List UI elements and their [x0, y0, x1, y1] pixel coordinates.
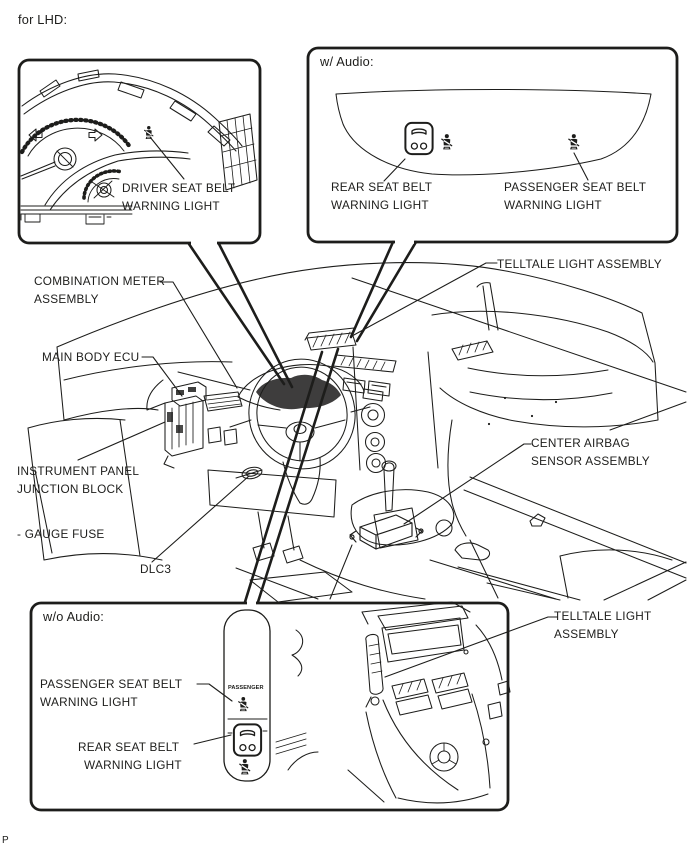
rear-seat-belt-label-line2: WARNING LIGHT	[331, 197, 429, 212]
junction-block-label: INSTRUMENT PANEL JUNCTION BLOCK	[17, 463, 139, 498]
tail-without-audio-box	[243, 347, 340, 604]
rear-seat-belt-label: REAR SEAT BELT WARNING LIGHT	[331, 179, 432, 214]
leader-dlc3	[151, 475, 250, 563]
center-airbag-label-line2: SENSOR ASSEMBLY	[531, 453, 650, 468]
driver-seat-belt-label-line2: WARNING LIGHT	[122, 198, 220, 213]
telltale-wo-label-line2: ASSEMBLY	[554, 626, 619, 641]
telltale-light-label-wo: TELLTALE LIGHT ASSEMBLY	[554, 608, 651, 643]
rear-wo-label-line1: REAR SEAT BELT	[78, 740, 180, 754]
leader-rear-wo-audio	[193, 734, 232, 745]
passenger-panel-marking: PASSENGER	[228, 685, 264, 691]
main-body-ecu	[171, 381, 207, 407]
telltale-pod-wo-audio	[365, 633, 384, 708]
rear-seat-belt-indicator-icon	[404, 121, 434, 156]
leader-combination-meter	[159, 281, 238, 389]
junction-block-label-line1: INSTRUMENT PANEL	[17, 464, 140, 478]
combination-meter-label: COMBINATION METER ASSEMBLY	[34, 273, 165, 308]
passenger-seat-belt-label: PASSENGER SEAT BELT WARNING LIGHT	[504, 179, 646, 214]
telltale-wo-label-line1: TELLTALE LIGHT	[554, 609, 652, 623]
leader-passenger-wo-audio	[196, 683, 233, 702]
leader-telltale-main	[351, 262, 498, 337]
telltale-light-label: TELLTALE LIGHT ASSEMBLY	[497, 257, 662, 271]
leader-junction-block	[77, 421, 166, 461]
page-heading: for LHD:	[18, 12, 68, 27]
combination-meter-label-line2: ASSEMBLY	[34, 291, 99, 306]
dlc3-label: DLC3	[140, 562, 172, 576]
leader-rear-seat-belt	[383, 158, 406, 182]
rear-seat-belt-indicator-icon	[232, 723, 263, 757]
driver-seat-belt-label: DRIVER SEAT BELT WARNING LIGHT	[122, 180, 235, 215]
page-mark: P	[2, 835, 9, 846]
passenger-seat-belt-label-wo: PASSENGER SEAT BELT WARNING LIGHT	[40, 676, 182, 711]
passenger-seat-belt-warning-icon	[238, 697, 249, 712]
combination-meter-label-line1: COMBINATION METER	[34, 274, 166, 288]
main-dashboard-illustration	[27, 262, 687, 603]
rear-seat-belt-warning-icon	[441, 134, 453, 151]
passenger-seat-belt-warning-icon	[568, 134, 580, 151]
leader-passenger-seat-belt	[573, 152, 589, 181]
with-audio-title: w/ Audio:	[320, 54, 374, 69]
center-airbag-label: CENTER AIRBAG SENSOR ASSEMBLY	[531, 435, 650, 470]
callout-tails	[187, 240, 418, 604]
tail-cluster-box	[187, 242, 294, 389]
leader-driver-seat-belt	[149, 136, 185, 180]
driver-seat-belt-warning-icon	[143, 126, 154, 140]
junction-block-label-line2: JUNCTION BLOCK	[17, 481, 124, 496]
leader-lines	[77, 262, 532, 563]
rear-seat-belt-label-line1: REAR SEAT BELT	[331, 180, 433, 194]
passenger-wo-label-line2: WARNING LIGHT	[40, 694, 138, 709]
with-audio-box	[306, 46, 679, 244]
dlc3-connector	[241, 466, 263, 480]
leader-telltale-wo-audio	[384, 616, 558, 678]
leader-main-body-ecu	[141, 356, 183, 397]
rear-wo-label-line2: WARNING LIGHT	[84, 757, 182, 772]
center-airbag-sensor	[349, 514, 424, 550]
passenger-seat-belt-label-line1: PASSENGER SEAT BELT	[504, 180, 647, 194]
cluster-detail-box	[17, 58, 262, 245]
driver-seat-belt-label-line1: DRIVER SEAT BELT	[122, 181, 236, 195]
rear-seat-belt-warning-icon	[239, 759, 251, 776]
passenger-wo-label-line1: PASSENGER SEAT BELT	[40, 677, 183, 691]
passenger-seat-belt-label-line2: WARNING LIGHT	[504, 197, 602, 212]
leader-center-airbag	[403, 443, 532, 525]
gauge-fuse-label: - GAUGE FUSE	[17, 527, 105, 541]
tail-with-audio-box	[349, 240, 418, 343]
main-body-ecu-label: MAIN BODY ECU	[42, 350, 140, 364]
center-airbag-label-line1: CENTER AIRBAG	[531, 436, 630, 450]
tail-border-gaps	[191, 240, 414, 605]
instrument-panel-junction-block	[163, 395, 204, 469]
rear-seat-belt-label-wo: REAR SEAT BELT WARNING LIGHT	[78, 739, 182, 774]
without-audio-title: w/o Audio:	[43, 609, 105, 624]
without-audio-box	[29, 601, 558, 812]
